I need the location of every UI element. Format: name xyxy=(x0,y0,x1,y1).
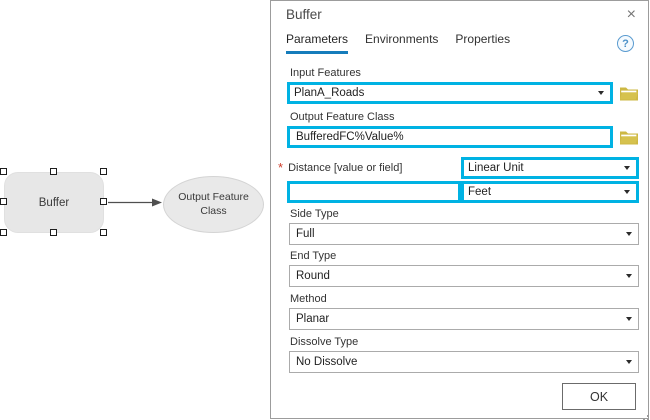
parameters-form: Input Features PlanA_Roads Output Featur… xyxy=(271,54,648,373)
selection-handle-bottom-right[interactable] xyxy=(100,229,107,236)
distance-unit-value: Feet xyxy=(468,186,492,198)
end-type-combobox[interactable]: Round xyxy=(289,265,639,287)
modelbuilder-canvas: Buffer Output Feature Class xyxy=(0,0,270,420)
required-asterisk: * xyxy=(278,160,284,175)
output-feature-class-browse-button[interactable] xyxy=(619,129,639,145)
panel-title: Buffer xyxy=(286,7,322,22)
selection-handle-top-right[interactable] xyxy=(100,168,107,175)
side-type-combobox[interactable]: Full xyxy=(289,223,639,245)
tabs-row: Parameters Environments Properties ? xyxy=(271,23,648,54)
close-icon[interactable]: × xyxy=(626,6,636,23)
side-type-value: Full xyxy=(296,228,315,240)
output-feature-class-input[interactable] xyxy=(287,126,613,148)
dissolve-type-value: No Dissolve xyxy=(296,356,358,368)
output-feature-class-node-label: Output Feature Class xyxy=(178,191,249,217)
input-features-value: PlanA_Roads xyxy=(294,87,365,99)
chevron-down-icon xyxy=(626,274,632,278)
selection-handle-bottom-left[interactable] xyxy=(0,229,7,236)
tab-properties[interactable]: Properties xyxy=(455,32,511,46)
distance-type-combobox[interactable]: Linear Unit xyxy=(461,157,639,179)
input-features-browse-button[interactable] xyxy=(619,85,639,101)
folder-icon xyxy=(620,131,638,145)
folder-icon xyxy=(620,87,638,101)
distance-unit-combobox[interactable]: Feet xyxy=(461,181,639,203)
dissolve-type-combobox[interactable]: No Dissolve xyxy=(289,351,639,373)
method-value: Planar xyxy=(296,313,330,325)
distance-type-value: Linear Unit xyxy=(468,162,524,174)
method-label: Method xyxy=(290,293,327,305)
method-combobox[interactable]: Planar xyxy=(289,308,639,330)
selection-handle-mid-right[interactable] xyxy=(100,198,107,205)
panel-header: Buffer × xyxy=(271,1,648,23)
end-type-label: End Type xyxy=(290,250,337,262)
chevron-down-icon xyxy=(626,232,632,236)
distance-value-input[interactable] xyxy=(287,181,461,203)
output-feature-class-node[interactable]: Output Feature Class xyxy=(163,176,264,233)
buffer-tool-node-label: Buffer xyxy=(38,196,70,209)
chevron-down-icon xyxy=(624,190,630,194)
help-icon[interactable]: ? xyxy=(617,35,634,52)
ok-button[interactable]: OK xyxy=(562,383,636,410)
buffer-tool-node[interactable]: Buffer xyxy=(4,172,104,233)
chevron-down-icon xyxy=(626,360,632,364)
output-feature-class-label: Output Feature Class xyxy=(290,111,395,123)
connector-arrow[interactable] xyxy=(105,196,165,209)
input-features-label: Input Features xyxy=(290,67,361,79)
chevron-down-icon xyxy=(626,317,632,321)
selection-handle-top-center[interactable] xyxy=(50,168,57,175)
end-type-value: Round xyxy=(296,270,330,282)
selection-handle-bottom-center[interactable] xyxy=(50,229,57,236)
tab-environments[interactable]: Environments xyxy=(365,32,439,46)
buffer-tool-panel: Buffer × Parameters Environments Propert… xyxy=(270,0,649,419)
tab-parameters[interactable]: Parameters xyxy=(286,32,349,54)
dissolve-type-label: Dissolve Type xyxy=(290,336,359,348)
selection-handle-top-left[interactable] xyxy=(0,168,7,175)
input-features-combobox[interactable]: PlanA_Roads xyxy=(287,82,613,104)
resize-grip[interactable] xyxy=(643,411,645,413)
side-type-label: Side Type xyxy=(290,208,339,220)
selection-handle-mid-left[interactable] xyxy=(0,198,7,205)
chevron-down-icon xyxy=(624,166,630,170)
distance-label: Distance [value or field] xyxy=(288,162,403,174)
chevron-down-icon xyxy=(598,91,604,95)
